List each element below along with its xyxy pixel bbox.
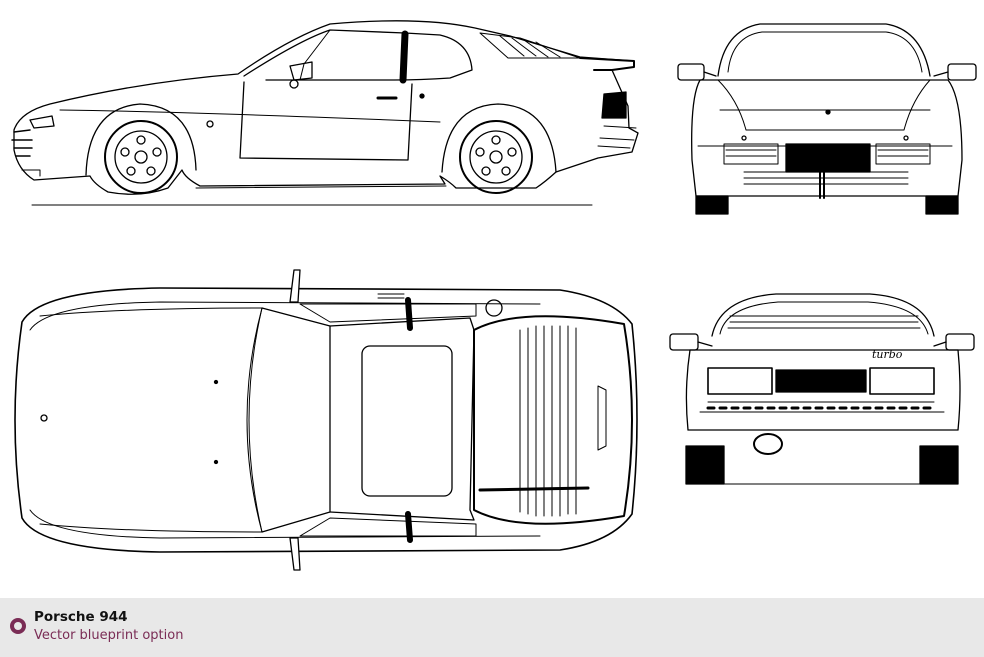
turbo-badge: turbo: [872, 348, 903, 361]
blueprint-drawing: turbo: [11, 20, 977, 571]
rear-view: turbo: [669, 293, 975, 485]
front-view: [677, 23, 977, 215]
info-bar: Porsche 944 Vector blueprint option: [0, 598, 984, 657]
side-view: [11, 20, 639, 206]
top-view: [14, 269, 638, 571]
model-title: Porsche 944: [34, 609, 128, 625]
model-subtitle[interactable]: Vector blueprint option: [34, 628, 184, 643]
option-radio-icon[interactable]: [10, 618, 26, 634]
